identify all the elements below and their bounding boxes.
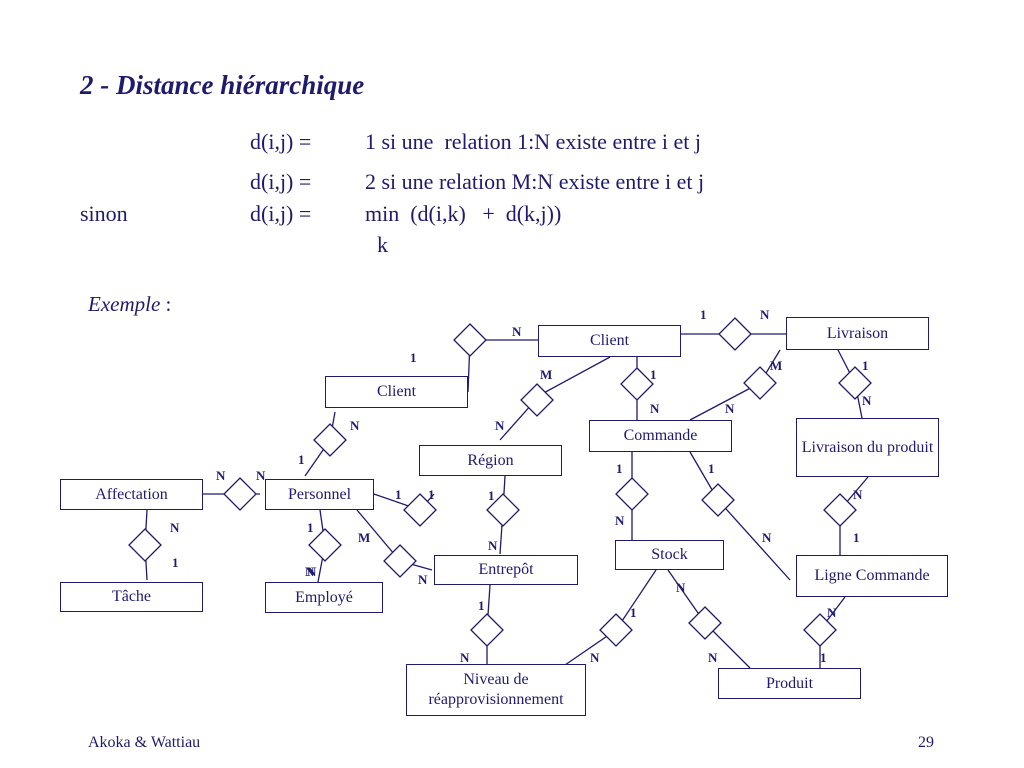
entity-stock: Stock [615, 540, 724, 570]
cardinality-label: 1 [172, 555, 179, 570]
cardinality-label: 1 [708, 461, 715, 476]
cardinality-label: 1 [395, 487, 402, 502]
cardinality-label: N [862, 393, 872, 408]
entity-client-left: Client [325, 376, 468, 408]
relationship-diamond [838, 366, 872, 400]
entity-livraison: Livraison [786, 317, 929, 350]
cardinality-label: M [770, 358, 783, 373]
cardinality-label: 1 [616, 461, 623, 476]
relationship-diamond [453, 323, 487, 357]
cardinality-label: N [170, 520, 180, 535]
footer-page-number: 29 [918, 734, 934, 751]
cardinality-label: 1 [307, 520, 314, 535]
relationship-diamond [615, 477, 649, 511]
cardinality-label: 1 [862, 358, 869, 373]
formula-line2-rhs: 2 si une relation M:N existe entre i et … [365, 169, 705, 194]
entity-personnel: Personnel [265, 479, 374, 510]
cardinality-label: N [650, 401, 660, 416]
entity-ligne-commande: Ligne Commande [796, 555, 948, 597]
cardinality-label: N [460, 650, 470, 665]
relationship-diamond [743, 366, 777, 400]
entity-client-top: Client [538, 325, 681, 357]
formula-line1-lhs: d(i,j) = [250, 129, 312, 154]
cardinality-label: M [358, 530, 371, 545]
relationship-diamond [403, 493, 437, 527]
entity-region: Région [419, 445, 562, 476]
cardinality-label: N [305, 564, 315, 579]
relationship-diamond [599, 613, 633, 647]
cardinality-label: 1 [298, 452, 305, 467]
connector-line [539, 356, 611, 396]
cardinality-label: N [827, 605, 837, 620]
entity-entrepot: Entrepôt [434, 555, 578, 585]
entity-affectation: Affectation [60, 479, 203, 510]
cardinality-label: N [725, 401, 735, 416]
cardinality-label: N [512, 324, 522, 339]
cardinality-label: N [256, 468, 266, 483]
cardinality-label: 1 [820, 650, 827, 665]
cardinality-label: N [307, 564, 317, 579]
relationship-diamond [313, 423, 347, 457]
relationship-diamond [308, 528, 342, 562]
relationship-diamond [701, 483, 735, 517]
cardinality-label: N [760, 307, 770, 322]
footer-authors: Akoka & Wattiau [88, 734, 201, 751]
relationship-diamond [470, 613, 504, 647]
cardinality-label: N [418, 572, 428, 587]
relationship-diamond [688, 606, 722, 640]
cardinality-label: N [676, 580, 686, 595]
cardinality-label: N [495, 418, 505, 433]
formula-line3-lhs: d(i,j) = [250, 201, 312, 226]
cardinality-label: 1 [700, 307, 707, 322]
formula-line3-prefix: sinon [80, 201, 128, 226]
entity-commande: Commande [589, 420, 732, 452]
cardinality-label: 1 [853, 530, 860, 545]
cardinality-label: N [216, 468, 226, 483]
relationship-diamond [128, 528, 162, 562]
entity-tache: Tâche [60, 582, 203, 612]
relationship-diamond [223, 477, 257, 511]
relationship-diamond [620, 367, 654, 401]
slide-title: 2 - Distance hiérarchique [80, 70, 365, 100]
relationship-diamond [520, 383, 554, 417]
cardinality-label: N [708, 650, 718, 665]
cardinality-label: N [350, 418, 360, 433]
relationship-diamond [383, 544, 417, 578]
cardinality-label: N [590, 650, 600, 665]
cardinality-label: 1 [428, 487, 435, 502]
formula-subscript: k [377, 232, 388, 257]
relationship-diamond [718, 317, 752, 351]
relationship-diamond [823, 493, 857, 527]
formula-line2-lhs: d(i,j) = [250, 169, 312, 194]
entity-niveau: Niveau de réapprovisionnement [406, 664, 586, 716]
relationship-diamond [486, 493, 520, 527]
cardinality-label: 1 [488, 488, 495, 503]
connector-line [717, 499, 791, 581]
cardinality-label: 1 [650, 367, 657, 382]
entity-employe: Employé [265, 582, 383, 613]
cardinality-label: N [853, 487, 863, 502]
cardinality-label: 1 [478, 598, 485, 613]
formula-line3-rhs: min (d(i,k) + d(k,j)) [365, 201, 562, 226]
cardinality-label: N [762, 530, 772, 545]
entity-produit: Produit [718, 668, 861, 699]
cardinality-label: M [540, 367, 553, 382]
cardinality-label: N [615, 513, 625, 528]
cardinality-label: N [488, 538, 498, 553]
example-colon: : [160, 292, 172, 316]
cardinality-label: 1 [630, 605, 637, 620]
formula-line1-rhs: 1 si une relation 1:N existe entre i et … [365, 129, 702, 154]
example-word: Exemple [88, 292, 161, 316]
entity-livraison-produit: Livraison du produit [796, 418, 939, 477]
example-label: Exemple : [88, 292, 171, 317]
relationship-diamond [803, 613, 837, 647]
cardinality-label: 1 [410, 350, 417, 365]
connector-line [689, 382, 761, 421]
